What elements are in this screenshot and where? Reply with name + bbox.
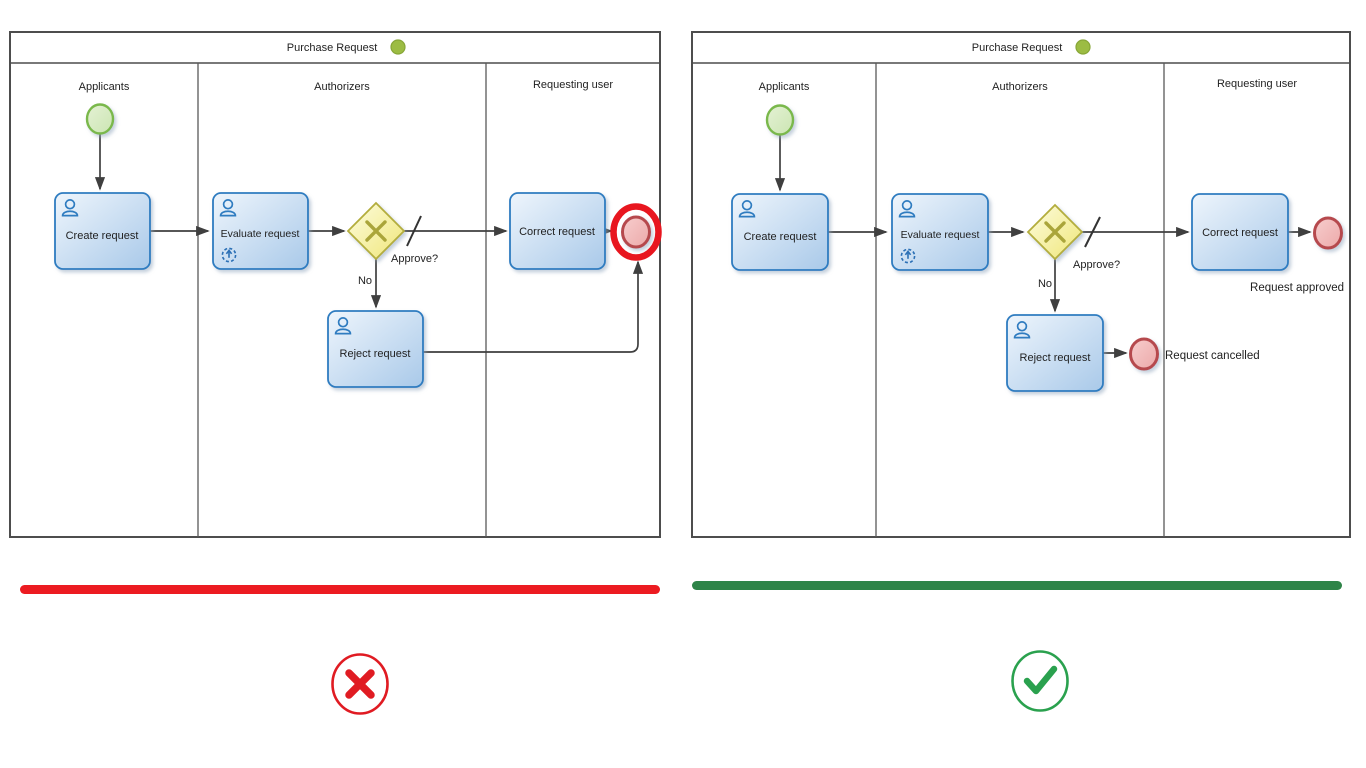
end-event-label: Request cancelled bbox=[1165, 350, 1260, 362]
task-reject-request: Reject request bbox=[327, 310, 424, 388]
task-evaluate-request: Evaluate request bbox=[212, 192, 309, 270]
default-flow-slash-icon bbox=[1084, 216, 1101, 248]
end-event-approved: Request approved bbox=[1250, 216, 1344, 294]
pool-title: Purchase Request bbox=[972, 42, 1063, 54]
flow-reject-to-end bbox=[423, 260, 644, 353]
status-dot-icon bbox=[390, 39, 406, 55]
task-label: Correct request bbox=[1202, 227, 1278, 239]
gateway-question-label: Approve? bbox=[391, 253, 438, 265]
gateway-approve: Approve? No bbox=[346, 201, 438, 287]
gateway-no-label: No bbox=[358, 275, 372, 287]
end-event bbox=[621, 215, 651, 249]
xor-gateway-icon bbox=[365, 220, 387, 242]
start-event bbox=[765, 104, 795, 136]
lane-label-applicants: Applicants bbox=[759, 81, 810, 93]
lane-label-authorizers: Authorizers bbox=[314, 81, 370, 93]
gateway-no-label: No bbox=[1038, 278, 1052, 290]
sequence-flows bbox=[774, 135, 1312, 359]
x-circle-icon bbox=[331, 653, 389, 715]
task-label: Reject request bbox=[1020, 352, 1091, 364]
lane-label-requesting-user: Requesting user bbox=[533, 79, 613, 91]
task-create-request: Create request bbox=[731, 193, 829, 271]
end-event-cancelled: Request cancelled bbox=[1129, 337, 1260, 371]
default-flow-slash-icon bbox=[406, 215, 422, 247]
task-correct-request: Correct request bbox=[509, 192, 606, 270]
task-label: Create request bbox=[744, 231, 817, 243]
lane-label-authorizers: Authorizers bbox=[992, 81, 1048, 93]
task-evaluate-request: Evaluate request bbox=[891, 193, 989, 271]
xor-gateway-icon bbox=[1044, 221, 1066, 243]
task-label: Correct request bbox=[519, 226, 595, 238]
good-example-diagram: Purchase Request Applicants Authorizers … bbox=[691, 31, 1351, 712]
good-example-panel: Purchase Request Applicants Authorizers … bbox=[683, 0, 1366, 768]
task-create-request: Create request bbox=[54, 192, 151, 270]
bad-example-diagram: Purchase Request Applicants Authorizers … bbox=[9, 31, 662, 715]
gateway-approve: Approve? No bbox=[1026, 203, 1120, 290]
task-label: Evaluate request bbox=[901, 229, 980, 241]
task-correct-request: Correct request bbox=[1191, 193, 1289, 271]
task-label: Reject request bbox=[340, 348, 411, 360]
task-label: Evaluate request bbox=[221, 228, 300, 240]
end-event-label: Request approved bbox=[1250, 282, 1344, 294]
sequence-flows bbox=[94, 134, 644, 353]
correct-underline-bar bbox=[692, 581, 1342, 590]
status-dot-icon bbox=[1075, 39, 1091, 55]
start-event bbox=[85, 103, 115, 135]
task-reject-request: Reject request bbox=[1006, 314, 1104, 392]
lane-label-requesting-user: Requesting user bbox=[1217, 78, 1297, 90]
bad-example-panel: Purchase Request Applicants Authorizers … bbox=[9, 31, 662, 715]
task-label: Create request bbox=[66, 230, 139, 242]
check-circle-icon bbox=[1011, 650, 1069, 712]
error-highlight-ring bbox=[610, 203, 662, 261]
pool-title: Purchase Request bbox=[287, 42, 378, 54]
gateway-question-label: Approve? bbox=[1073, 259, 1120, 271]
bpmn-pool: Purchase Request Applicants Authorizers … bbox=[9, 31, 661, 538]
incorrect-underline-bar bbox=[20, 585, 660, 594]
lane-label-applicants: Applicants bbox=[79, 81, 130, 93]
bpmn-pool: Purchase Request Applicants Authorizers … bbox=[691, 31, 1351, 538]
